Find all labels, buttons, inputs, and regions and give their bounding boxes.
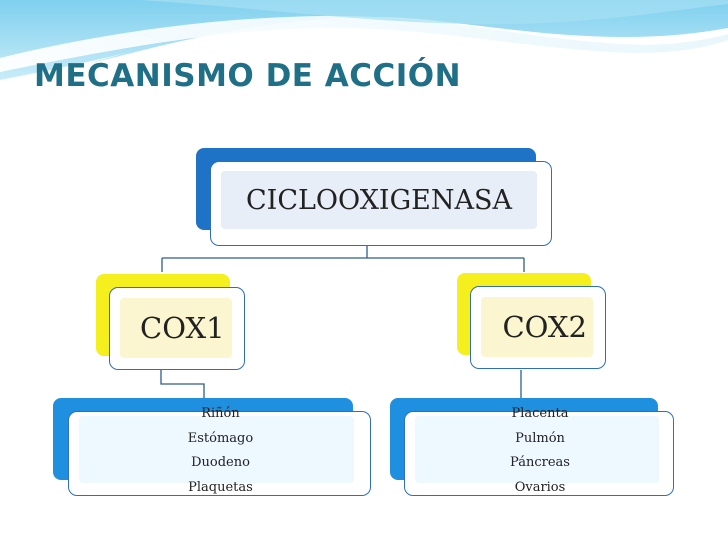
list-item-cox2: Páncreas bbox=[510, 455, 570, 470]
list-item-cox1: Duodeno bbox=[191, 455, 250, 470]
list-item-cox1: Plaquetas bbox=[188, 479, 253, 495]
node-cyclooxygenase: CICLOOXIGENASA bbox=[196, 148, 552, 248]
node-cox2-organs: Placenta Pulmón Páncreas Ovarios bbox=[390, 398, 674, 498]
node-card: Placenta Pulmón Páncreas Ovarios bbox=[404, 406, 674, 496]
list-item-cox2: Placenta bbox=[511, 406, 569, 421]
node-card: CICLOOXIGENASA bbox=[210, 161, 552, 246]
node-card: Riñón Estómago Duodeno Plaquetas bbox=[68, 406, 371, 496]
node-label-area: COX2 bbox=[481, 297, 593, 357]
node-list-area bbox=[79, 416, 354, 483]
header-wave-decoration bbox=[0, 0, 728, 90]
node-label-area: COX1 bbox=[120, 298, 232, 358]
list-item-cox2: Pulmón bbox=[515, 430, 565, 446]
node-label-area: CICLOOXIGENASA bbox=[221, 171, 537, 229]
node-label-cyclooxygenase: CICLOOXIGENASA bbox=[246, 184, 512, 216]
node-label-cox1: COX1 bbox=[140, 311, 225, 345]
list-item-cox1: Riñón bbox=[201, 406, 240, 421]
node-list-area bbox=[415, 416, 659, 483]
organ-list-cox2: Placenta Pulmón Páncreas Ovarios bbox=[405, 402, 675, 500]
node-cox1: COX1 bbox=[96, 274, 246, 372]
node-card: COX2 bbox=[470, 286, 606, 369]
list-item-cox2: Ovarios bbox=[514, 479, 566, 495]
connector-cox1-to-list bbox=[160, 370, 205, 398]
slide-title: MECANISMO DE ACCIÓN bbox=[34, 58, 462, 94]
organ-list-cox1: Riñón Estómago Duodeno Plaquetas bbox=[69, 402, 372, 500]
node-card: COX1 bbox=[109, 287, 245, 370]
node-label-cox2: COX2 bbox=[502, 310, 587, 344]
node-cox1-organs: Riñón Estómago Duodeno Plaquetas bbox=[53, 398, 371, 498]
list-item-cox1: Estómago bbox=[187, 430, 254, 446]
node-cox2: COX2 bbox=[457, 273, 607, 371]
